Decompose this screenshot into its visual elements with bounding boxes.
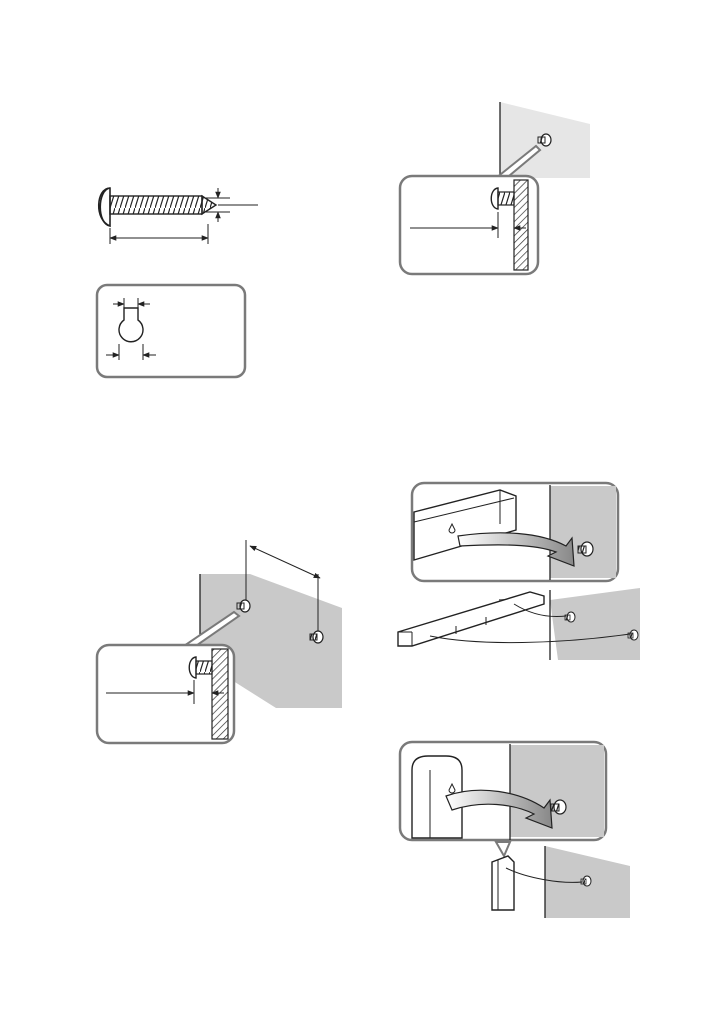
screw-in-wall-figure: [400, 102, 590, 274]
speaker-icon: [492, 856, 514, 910]
screw-dimensions-figure: [99, 188, 258, 244]
screw-length-dimension: [110, 224, 208, 244]
two-screws-spacing-figure: [97, 540, 342, 743]
keyhole-bracket-figure: [97, 285, 245, 377]
subwoofer-hanging-figure: [400, 742, 630, 918]
bar-speaker-icon: [398, 592, 544, 646]
screw-icon: [99, 188, 216, 226]
bar-speaker-hanging-figure: [398, 483, 640, 660]
